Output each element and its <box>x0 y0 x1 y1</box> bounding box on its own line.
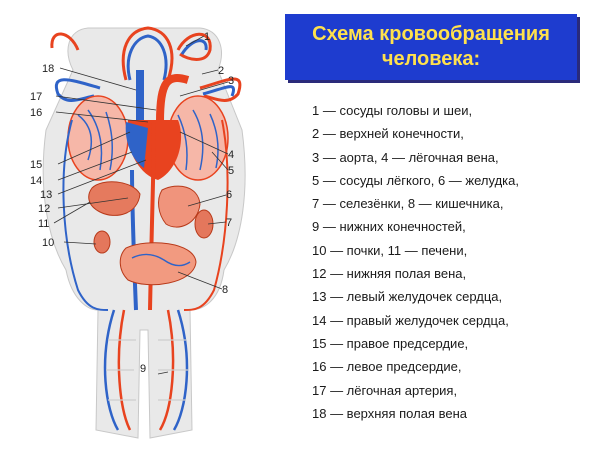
label-9: 9 <box>140 363 146 375</box>
legend-item: 5 — сосуды лёгкого, 6 — желудка, <box>312 172 519 188</box>
upper-limb-vessels <box>54 77 242 102</box>
stomach <box>158 185 201 228</box>
lung-right <box>167 95 229 181</box>
label-12: 12 <box>38 203 50 215</box>
spleen <box>194 209 214 239</box>
title-line-2: человека: <box>381 48 481 70</box>
legend-item: 17 — лёгочная артерия, <box>312 382 458 398</box>
legend-item: 18 — верхняя полая вена <box>312 405 467 421</box>
intestine <box>119 242 197 286</box>
legend-item: 1 — сосуды головы и шеи, <box>312 103 473 118</box>
label-7: 7 <box>226 217 232 229</box>
label-18: 18 <box>42 63 54 75</box>
label-17: 17 <box>30 91 42 103</box>
legend-list: 1 — сосуды головы и шеи, 2 — верхней кон… <box>312 99 519 425</box>
leader-lines <box>53 35 229 375</box>
circulatory-diagram: 1 2 3 4 5 6 7 8 9 10 11 12 13 14 15 16 1… <box>30 26 246 439</box>
legend-item: 15 — правое предсердие, <box>312 335 469 351</box>
title-line-1: Схема кровообращения <box>312 23 550 45</box>
legend-item: 13 — левый желудочек сердца, <box>312 289 503 305</box>
legend-item: 3 — аорта, 4 — лёгочная вена, <box>312 149 499 165</box>
legend-item: 2 — верхней конечности, <box>312 126 464 142</box>
head-vessels <box>50 26 212 81</box>
legend-item: 10 — почки, 11 — печени, <box>312 242 468 258</box>
title-box: Схема кровообращения человека: <box>285 14 577 80</box>
label-16: 16 <box>30 107 42 119</box>
legend-item: 12 — нижняя полая вена, <box>312 266 467 282</box>
label-14: 14 <box>30 175 42 187</box>
label-2: 2 <box>218 65 224 77</box>
legend-item: 14 — правый желудочек сердца, <box>312 312 509 328</box>
body-veins <box>62 119 109 311</box>
lung-left <box>67 95 129 181</box>
liver <box>88 181 141 216</box>
label-10: 10 <box>42 237 54 249</box>
lower-limb-vessels <box>103 309 189 431</box>
legend-item: 7 — селезёнки, 8 — кишечника, <box>312 196 504 212</box>
label-5: 5 <box>228 165 234 177</box>
label-4: 4 <box>228 149 234 161</box>
label-15: 15 <box>30 159 42 171</box>
label-6: 6 <box>226 189 232 201</box>
label-3: 3 <box>228 75 234 87</box>
kidney <box>93 230 111 254</box>
legend-item: 16 — левое предсердие, <box>312 359 462 375</box>
legend-item: 9 — нижних конечностей, <box>312 219 466 235</box>
body-arteries <box>183 119 229 311</box>
label-1: 1 <box>204 31 210 43</box>
label-11: 11 <box>38 218 49 230</box>
label-13: 13 <box>40 189 52 201</box>
label-8: 8 <box>222 284 228 296</box>
